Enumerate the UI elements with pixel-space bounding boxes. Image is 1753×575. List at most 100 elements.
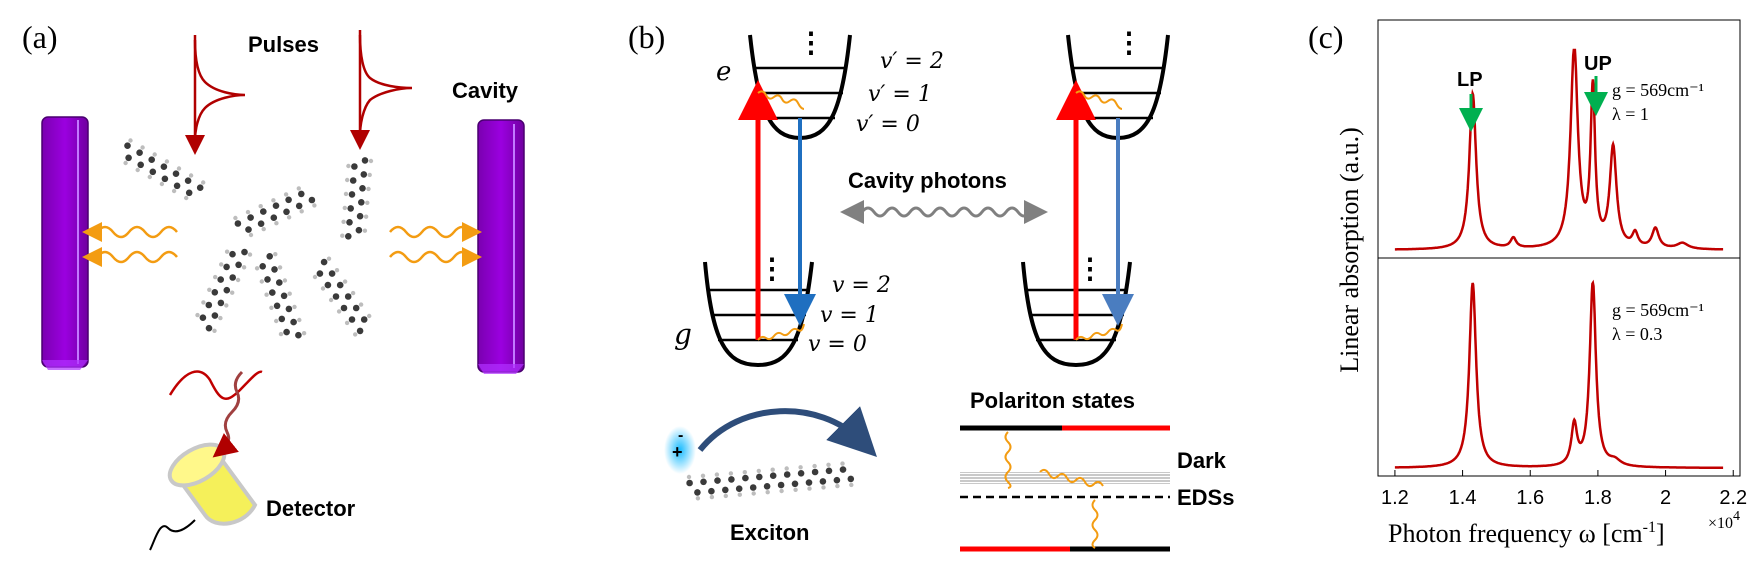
atom xyxy=(234,220,242,227)
atom xyxy=(363,214,369,219)
atom xyxy=(344,320,350,326)
atom xyxy=(784,466,789,471)
atom xyxy=(219,262,224,267)
atom xyxy=(259,279,264,284)
x-tick-label: 2 xyxy=(1660,487,1671,509)
atom xyxy=(264,276,271,283)
atom xyxy=(349,177,357,184)
panel-a: (a) Pulses Cavity Detector xyxy=(22,19,525,551)
atom xyxy=(245,226,252,233)
atom xyxy=(148,156,155,163)
atom xyxy=(348,191,356,198)
atom xyxy=(849,482,854,488)
atom xyxy=(826,462,831,467)
atom xyxy=(260,208,267,215)
atom xyxy=(751,491,756,496)
atom xyxy=(328,297,334,303)
atom xyxy=(269,289,276,296)
atom xyxy=(283,328,290,336)
atom xyxy=(152,152,157,157)
atom xyxy=(326,256,332,261)
atom xyxy=(367,313,372,319)
atom xyxy=(807,486,812,491)
atom xyxy=(819,478,827,485)
atom xyxy=(769,472,777,480)
atom xyxy=(783,471,791,478)
top-lambda-label: λ = 1 xyxy=(1612,104,1649,124)
dark-label: Dark xyxy=(1177,448,1227,473)
atom xyxy=(346,163,351,169)
atom xyxy=(821,485,826,490)
atom xyxy=(188,173,194,178)
atom xyxy=(273,252,278,257)
pulse-right xyxy=(350,30,413,150)
panel-b-label: (b) xyxy=(628,19,665,55)
atom xyxy=(199,314,207,322)
atom xyxy=(211,289,219,296)
lp-label: LP xyxy=(1457,69,1483,91)
atom xyxy=(266,252,274,260)
atom xyxy=(361,157,369,164)
atom xyxy=(135,167,140,173)
atom xyxy=(358,302,364,307)
atom xyxy=(235,261,242,269)
atom xyxy=(847,475,855,483)
atom xyxy=(798,465,803,470)
up-label: UP xyxy=(1584,53,1612,75)
atom xyxy=(218,315,223,321)
atom xyxy=(223,263,230,271)
atom xyxy=(278,315,286,323)
atom xyxy=(320,286,326,291)
vprime1-label: v′ = 1 xyxy=(868,82,932,107)
atom xyxy=(686,479,693,487)
atom xyxy=(278,331,284,337)
atom xyxy=(285,305,293,313)
atom xyxy=(324,281,332,289)
g-state-label: g xyxy=(674,318,692,351)
pulse-left xyxy=(185,35,246,155)
v1-label: v = 1 xyxy=(820,303,879,328)
series-line-bottom xyxy=(1394,279,1724,470)
atom xyxy=(345,233,352,240)
atom xyxy=(749,484,757,491)
atom xyxy=(124,142,131,149)
atom xyxy=(709,494,715,500)
exciton-molecule xyxy=(686,461,855,501)
atom xyxy=(241,248,248,256)
atom xyxy=(283,208,290,216)
atom xyxy=(172,170,180,177)
atom xyxy=(811,468,819,476)
atom xyxy=(728,471,734,476)
exciton-label: Exciton xyxy=(730,520,809,545)
exciton-graphic: + - xyxy=(664,406,877,474)
x-tick-label: 1.2 xyxy=(1381,487,1409,509)
cavity-mirror-left xyxy=(41,116,89,370)
cavity-photons-label: Cavity photons xyxy=(848,168,1007,193)
atom xyxy=(359,185,366,192)
atom xyxy=(728,476,735,483)
atom xyxy=(271,198,276,203)
atom xyxy=(722,486,729,494)
atom xyxy=(348,316,356,323)
atom xyxy=(207,287,212,292)
atom xyxy=(312,203,317,208)
atom xyxy=(779,488,784,494)
atom xyxy=(334,268,340,273)
atom xyxy=(362,228,368,233)
atom xyxy=(290,318,297,326)
relax-wiggle-e-left xyxy=(757,90,805,110)
atom xyxy=(700,473,706,478)
atom xyxy=(229,274,236,281)
atom xyxy=(241,265,247,270)
vdots-e-right: ⋮ xyxy=(1115,27,1143,58)
atom xyxy=(270,214,278,221)
x-axis-label: Photon frequency ω [cm-1] xyxy=(1388,519,1665,548)
atom xyxy=(201,180,206,185)
relax-wiggle-g-left xyxy=(757,323,805,341)
atom xyxy=(285,196,292,204)
atom xyxy=(160,163,168,170)
atom xyxy=(825,467,833,475)
